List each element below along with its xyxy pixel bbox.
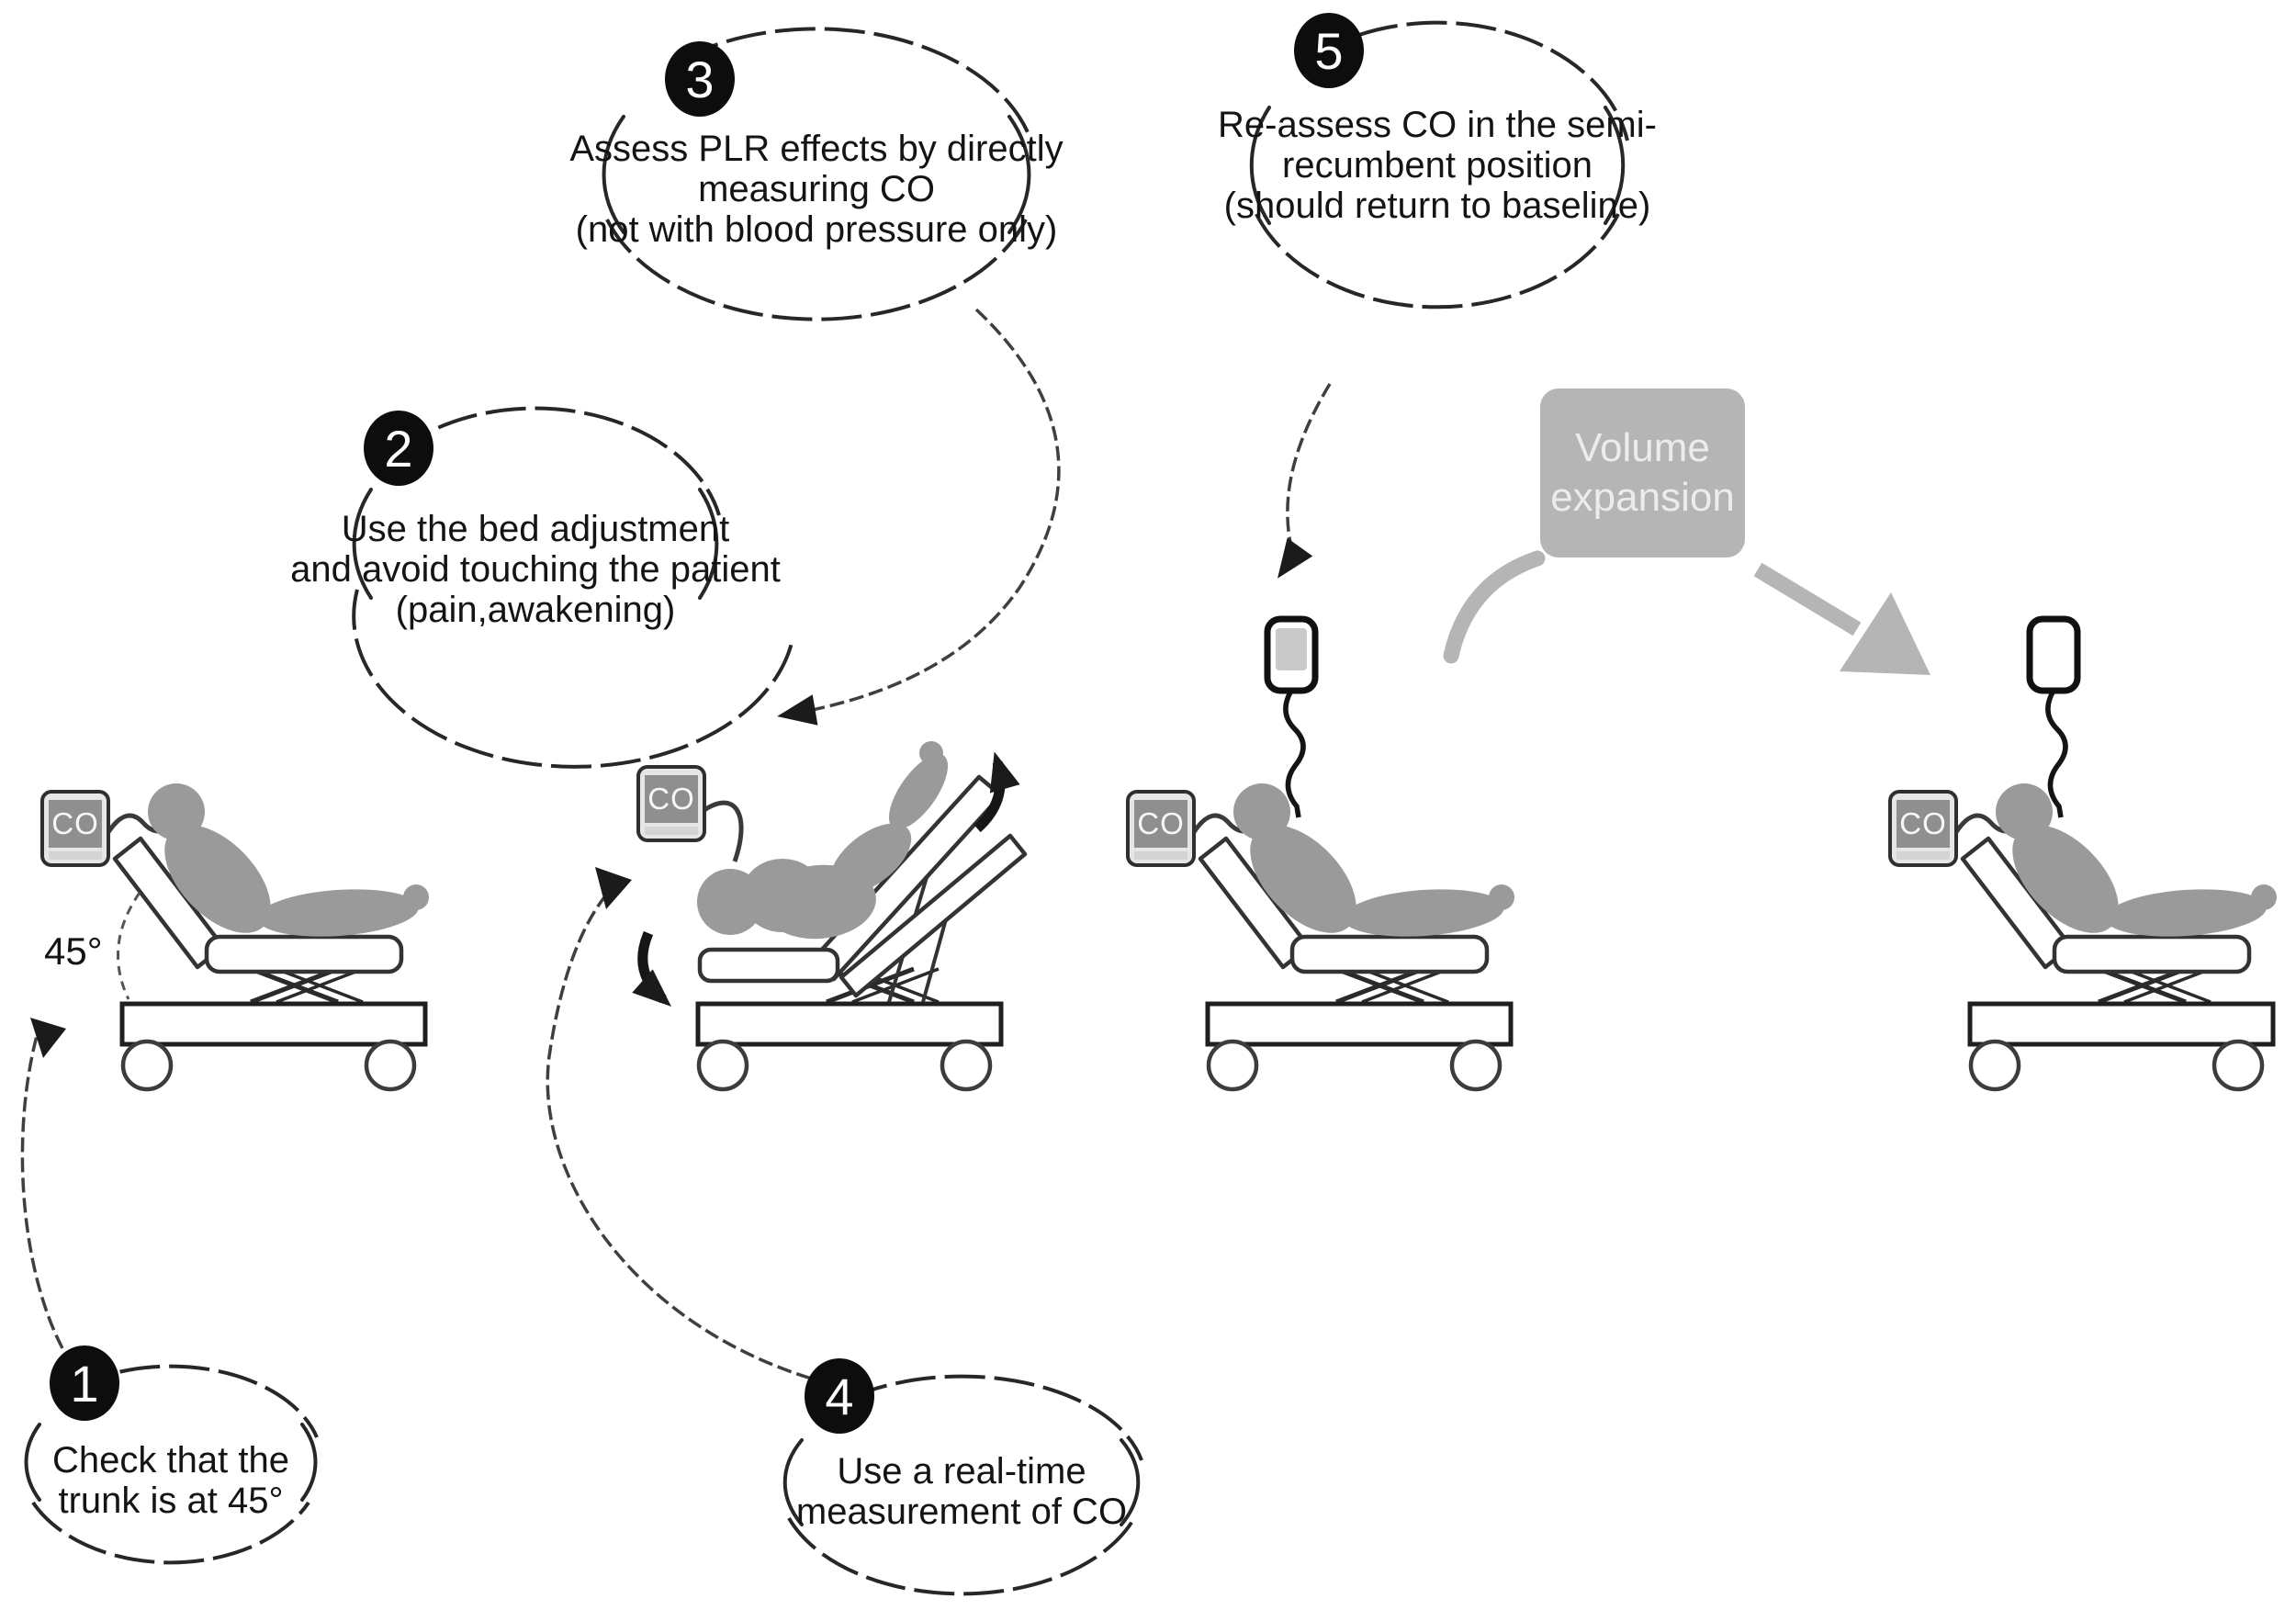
bed-2-mattress (697, 947, 840, 984)
arrow-step4-to-bed2 (546, 867, 850, 1390)
flow-volume-to-bed4-arrow-icon (1753, 562, 1930, 675)
bed-2-monitor-cable (700, 800, 744, 862)
head-down-rotation-arrow-icon (632, 930, 671, 1007)
co-monitor-4-label: CO (1899, 806, 1947, 840)
step-2-badge: 2 (364, 411, 433, 486)
co-monitor-1 (40, 790, 110, 867)
bed-2-patient (697, 741, 949, 940)
co-monitor-1-label: CO (51, 806, 99, 840)
angle-45-arc-icon (116, 892, 141, 1000)
iv-bag-empty-icon (2026, 615, 2081, 694)
arrow-step3-to-bed2 (777, 308, 1061, 726)
arrowhead-icon (30, 1018, 66, 1058)
step-1-text: Check that the trunk is at 45° (52, 1440, 289, 1521)
co-monitor-3-label: CO (1137, 806, 1185, 840)
co-monitor-2 (636, 765, 706, 842)
arrow-step5-to-bed3 (1277, 383, 1332, 579)
step-3-badge: 3 (665, 41, 735, 117)
step-3-text: Assess PLR effects by directly measuring… (569, 129, 1064, 250)
arrowhead-icon (595, 867, 632, 909)
flow-bed3-to-volume-arc-icon (1443, 550, 1546, 664)
step-5-ellipse (1249, 20, 1629, 310)
step-4-badge: 4 (805, 1358, 874, 1434)
step-5-badge: 5 (1294, 13, 1364, 88)
iv-line-icon (1283, 689, 1306, 818)
step-4-ellipse (782, 1374, 1143, 1596)
arrow-step1-to-bed1 (20, 1018, 66, 1349)
step-1-badge: 1 (50, 1345, 119, 1421)
volume-expansion-box: Volume expansion (1540, 388, 1745, 557)
angle-45-label: 45° (44, 929, 103, 973)
bed-2-legs-raised (632, 741, 1028, 1089)
bed-2-leg-support (838, 833, 1028, 998)
iv-bag-fluid (1276, 628, 1307, 670)
co-monitor-3 (1126, 790, 1196, 867)
iv-line-icon (2045, 689, 2068, 818)
step-3-ellipse (602, 27, 1034, 321)
step-4-text: Use a real-time measurement of CO (795, 1451, 1128, 1532)
step-5-text: Re-assess CO in the semi- recumbent posi… (1218, 105, 1657, 226)
bed-1-semirecumbent (108, 783, 429, 1089)
bed-4-semirecumbent-after-expansion (1956, 615, 2277, 1089)
legs-up-rotation-arrow-icon (974, 751, 1020, 833)
step-2-text: Use the bed adjustment and avoid touchin… (290, 509, 781, 630)
step-2-ellipse (352, 406, 793, 769)
bed-3-semirecumbent-infusion (1194, 615, 1514, 1089)
co-monitor-2-label: CO (647, 782, 695, 816)
co-monitor-4 (1888, 790, 1958, 867)
